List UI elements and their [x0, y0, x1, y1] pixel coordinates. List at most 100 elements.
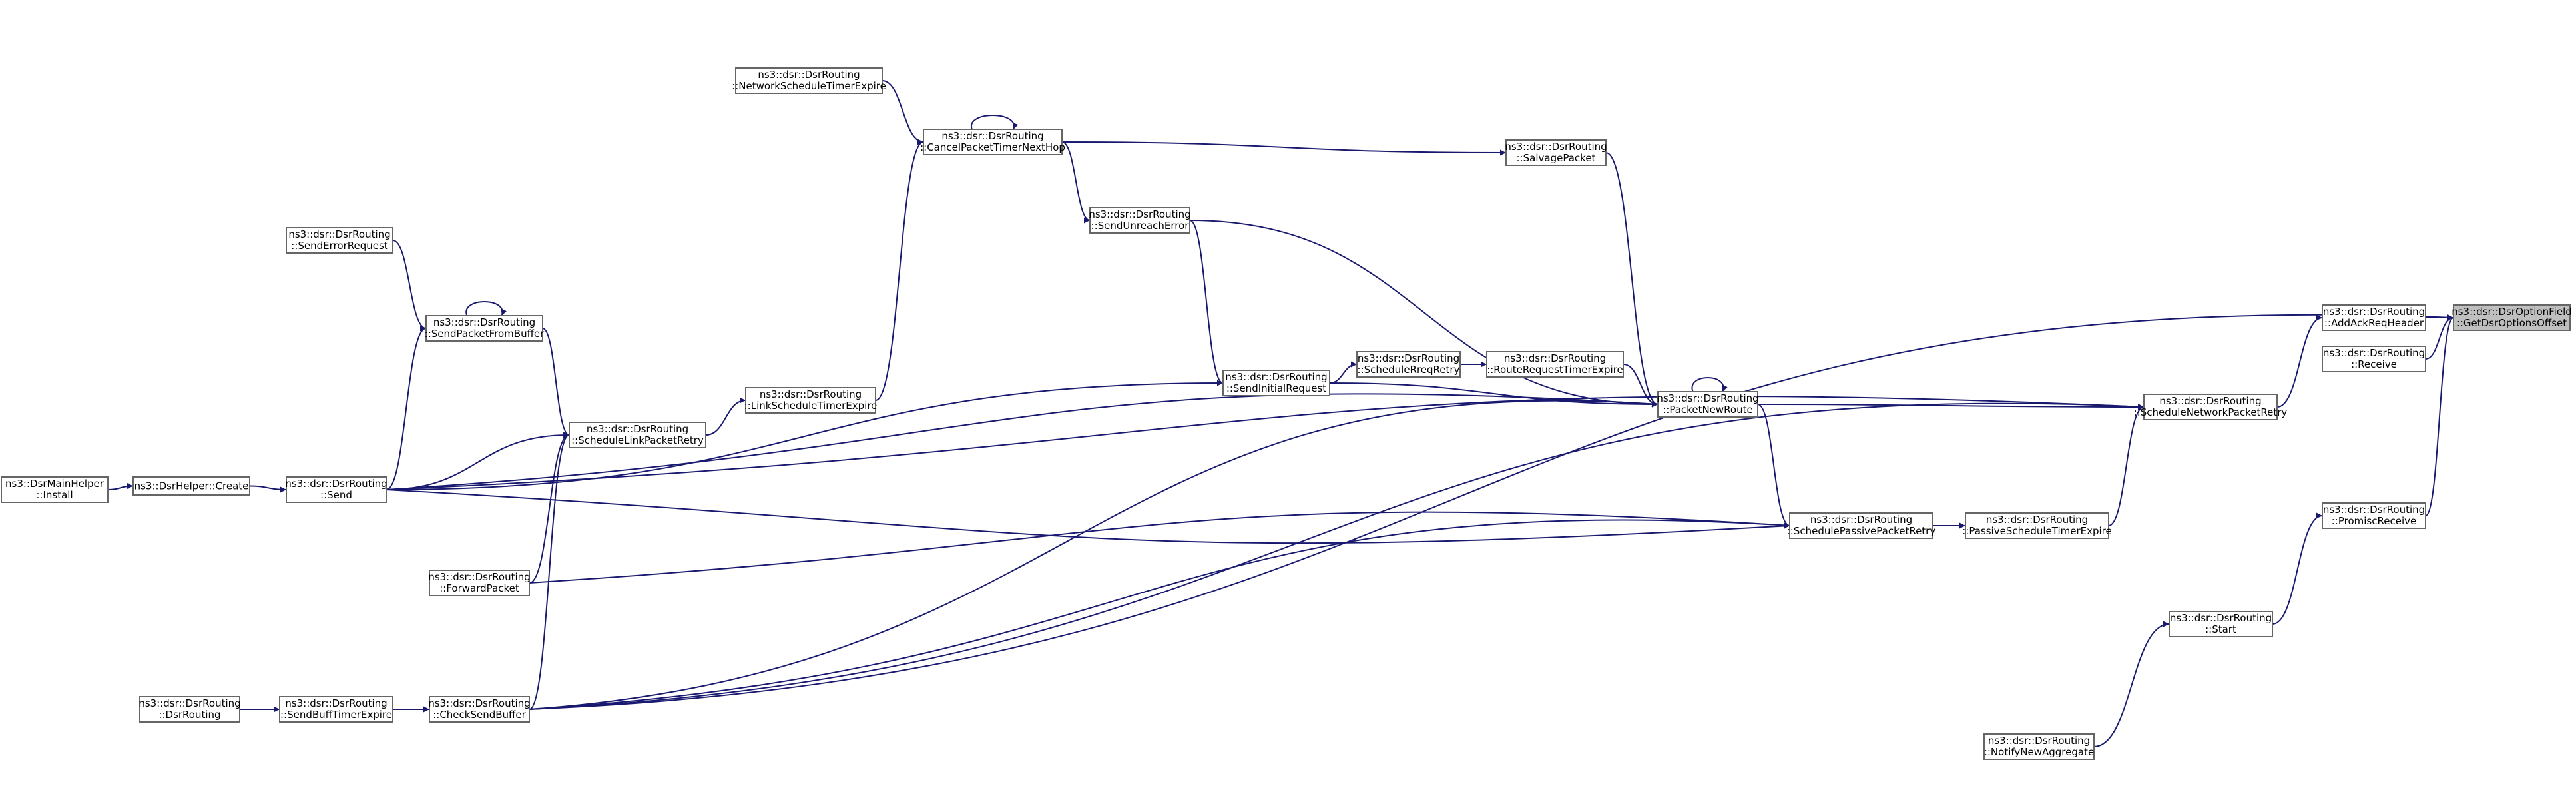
node-label-line2: ::AddAckReqHeader — [2324, 317, 2424, 329]
node-label-line2: ::CancelPacketTimerNextHop — [920, 141, 1065, 153]
node-label-line1: ns3::DsrHelper::Create — [134, 480, 249, 492]
edge-cancelPacketTimerNextHop-to-cancelPacketTimerNextHop — [971, 115, 1019, 130]
node-label-line1: ns3::dsr::DsrRouting — [2170, 612, 2272, 624]
edge-passiveScheduleTimerExpire-to-scheduleNetworkPacketRetry — [2108, 404, 2145, 526]
node-schedulePassivePacketRetry[interactable]: ns3::dsr::DsrRouting::SchedulePassivePac… — [1787, 512, 1936, 539]
edge-sendPacketFromBuffer-to-sendPacketFromBuffer — [465, 301, 507, 316]
node-label-line2: ::SendBuffTimerExpire — [280, 709, 392, 721]
edge-checkSendBuffer-to-getDsrOptionsOffset — [529, 314, 2454, 710]
node-label-line2: ::SendErrorRequest — [291, 240, 387, 252]
edge-promiscReceive-to-getDsrOptionsOffset — [2425, 314, 2454, 516]
node-box — [429, 696, 530, 723]
node-box — [1657, 391, 1758, 418]
node-label-line1: ns3::dsr::DsrRouting — [2323, 347, 2425, 359]
edge-send-to-scheduleNetworkPacketRetry — [386, 396, 2145, 490]
node-networkScheduleTimerExpire[interactable]: ns3::dsr::DsrRouting::NetworkScheduleTim… — [732, 67, 886, 94]
node-label-line1: ns3::dsr::DsrRouting — [1988, 735, 2090, 747]
edge-send-to-packetNewRoute — [386, 393, 1659, 490]
node-label-line1: ns3::dsr::DsrRouting — [2323, 306, 2425, 318]
edge-packetNewRoute-to-packetNewRoute — [1691, 377, 1728, 392]
node-box — [1965, 512, 2109, 539]
node-scheduleRreqRetry[interactable]: ns3::dsr::DsrRouting::ScheduleRreqRetry — [1356, 351, 1461, 378]
node-start[interactable]: ns3::dsr::DsrRouting::Start — [2169, 611, 2273, 637]
edge-sendUnreachError-to-sendInitialRequest — [1189, 220, 1224, 386]
node-sendErrorRequest[interactable]: ns3::dsr::DsrRouting::SendErrorRequest — [286, 227, 393, 254]
node-label-line2: ::ScheduleRreqRetry — [1358, 364, 1460, 376]
node-box — [2453, 304, 2571, 331]
node-label-line2: ::ScheduleLinkPacketRetry — [571, 434, 704, 446]
node-box — [745, 387, 876, 414]
edge-start-to-promiscReceive — [2272, 512, 2323, 625]
node-receive[interactable]: ns3::dsr::DsrRouting::Receive — [2322, 346, 2426, 372]
node-label-line2: ::SalvagePacket — [1517, 152, 1596, 164]
edge-send-to-sendInitialRequest — [386, 380, 1224, 490]
node-label-line1: ns3::dsr::DsrRouting — [285, 478, 387, 490]
node-dsrHelperCreate[interactable]: ns3::DsrHelper::Create — [132, 476, 250, 496]
node-dsrMainHelperInstall[interactable]: ns3::DsrMainHelper::Install — [1, 476, 109, 503]
edge-forwardPacket-to-scheduleLinkPacketRetry — [529, 432, 570, 584]
edge-sendErrorRequest-to-sendPacketFromBuffer — [392, 240, 427, 332]
node-label-line2: ::Receive — [2351, 358, 2397, 370]
node-label-line1: ns3::dsr::DsrRouting — [1657, 392, 1758, 404]
node-label-line1: ns3::dsr::DsrRouting — [1358, 352, 1459, 364]
node-send[interactable]: ns3::dsr::DsrRouting::Send — [285, 476, 387, 503]
node-box — [139, 696, 240, 723]
node-getDsrOptionsOffset[interactable]: ns3::dsr::DsrOptionField::GetDsrOptionsO… — [2451, 304, 2572, 331]
edge-send-to-schedulePassivePacketRetry — [386, 489, 1790, 544]
edge-sendUnreachError-to-packetNewRoute — [1189, 220, 1659, 408]
node-sendInitialRequest[interactable]: ns3::dsr::DsrRouting::SendInitialRequest — [1222, 370, 1330, 396]
node-box — [1486, 351, 1624, 378]
node-passiveScheduleTimerExpire[interactable]: ns3::dsr::DsrRouting::PassiveScheduleTim… — [1962, 512, 2112, 539]
node-box — [286, 476, 387, 503]
edge-sendInitialRequest-to-scheduleRreqRetry — [1329, 361, 1358, 384]
node-box — [2322, 346, 2426, 372]
node-box — [1089, 207, 1190, 234]
node-packetNewRoute[interactable]: ns3::dsr::DsrRouting::PacketNewRoute — [1657, 391, 1759, 418]
edge-checkSendBuffer-to-scheduleNetworkPacketRetry — [529, 402, 2145, 710]
node-scheduleNetworkPacketRetry[interactable]: ns3::dsr::DsrRouting::ScheduleNetworkPac… — [2134, 394, 2288, 420]
node-checkSendBuffer[interactable]: ns3::dsr::DsrRouting::CheckSendBuffer — [428, 696, 531, 723]
node-addAckReqHeader[interactable]: ns3::dsr::DsrRouting::AddAckReqHeader — [2322, 304, 2426, 331]
edge-sendPacketFromBuffer-to-scheduleLinkPacketRetry — [542, 328, 570, 438]
node-label-line2: ::ForwardPacket — [439, 582, 519, 594]
node-label-line1: ns3::dsr::DsrRouting — [1504, 352, 1606, 364]
node-label-line1: ns3::dsr::DsrRouting — [1505, 141, 1607, 153]
node-linkScheduleTimerExpire[interactable]: ns3::dsr::DsrRouting::LinkScheduleTimerE… — [744, 387, 878, 414]
node-cancelPacketTimerNextHop[interactable]: ns3::dsr::DsrRouting::CancelPacketTimerN… — [920, 129, 1065, 155]
node-label-line1: ns3::dsr::DsrRouting — [1810, 514, 1912, 526]
node-notifyNewAggregate[interactable]: ns3::dsr::DsrRouting::NotifyNewAggregate — [1983, 733, 2095, 760]
edge-packetNewRoute-to-schedulePassivePacketRetry — [1757, 404, 1790, 529]
edge-checkSendBuffer-to-schedulePassivePacketRetry — [529, 519, 1790, 710]
node-label-line2: ::SendInitialRequest — [1226, 382, 1326, 394]
node-label-line1: ns3::dsr::DsrRouting — [587, 423, 688, 435]
node-label-line1: ns3::dsr::DsrRouting — [428, 697, 530, 709]
node-promiscReceive[interactable]: ns3::dsr::DsrRouting::PromiscReceive — [2322, 502, 2426, 529]
edges-layer — [107, 80, 2454, 747]
node-forwardPacket[interactable]: ns3::dsr::DsrRouting::ForwardPacket — [428, 570, 531, 596]
edge-forwardPacket-to-schedulePassivePacketRetry — [529, 511, 1790, 584]
node-box — [286, 227, 393, 254]
node-label-line1: ns3::dsr::DsrRouting — [288, 228, 390, 240]
edge-dsrHelperCreate-to-send — [249, 485, 287, 493]
node-label-line2: ::NetworkScheduleTimerExpire — [732, 80, 886, 92]
node-label-line2: ::RouteRequestTimerExpire — [1487, 364, 1623, 376]
node-box — [2322, 304, 2426, 331]
node-sendPacketFromBuffer[interactable]: ns3::dsr::DsrRouting::SendPacketFromBuff… — [425, 315, 545, 342]
node-label-line2: ::PacketNewRoute — [1663, 404, 1752, 416]
node-box — [132, 476, 250, 496]
edge-dsrMainHelperInstall-to-dsrHelperCreate — [107, 483, 134, 490]
node-sendBuffTimerExpire[interactable]: ns3::dsr::DsrRouting::SendBuffTimerExpir… — [279, 696, 393, 723]
node-label-line1: ns3::dsr::DsrRouting — [2159, 395, 2261, 407]
node-scheduleLinkPacketRetry[interactable]: ns3::dsr::DsrRouting::ScheduleLinkPacket… — [569, 422, 706, 448]
node-label-line2: ::SendPacketFromBuffer — [425, 328, 545, 340]
node-dsrRouting[interactable]: ns3::dsr::DsrRouting::DsrRouting — [138, 696, 241, 723]
node-box — [2169, 611, 2273, 637]
node-box — [1, 476, 109, 503]
node-salvagePacket[interactable]: ns3::dsr::DsrRouting::SalvagePacket — [1505, 139, 1607, 166]
node-sendUnreachError[interactable]: ns3::dsr::DsrRouting::SendUnreachError — [1089, 207, 1191, 234]
node-routeRequestTimerExpire[interactable]: ns3::dsr::DsrRouting::RouteRequestTimerE… — [1486, 351, 1624, 378]
node-box — [1356, 351, 1461, 378]
node-label-line2: ::CheckSendBuffer — [433, 709, 526, 721]
node-label-line2: ::ScheduleNetworkPacketRetry — [2134, 406, 2288, 418]
